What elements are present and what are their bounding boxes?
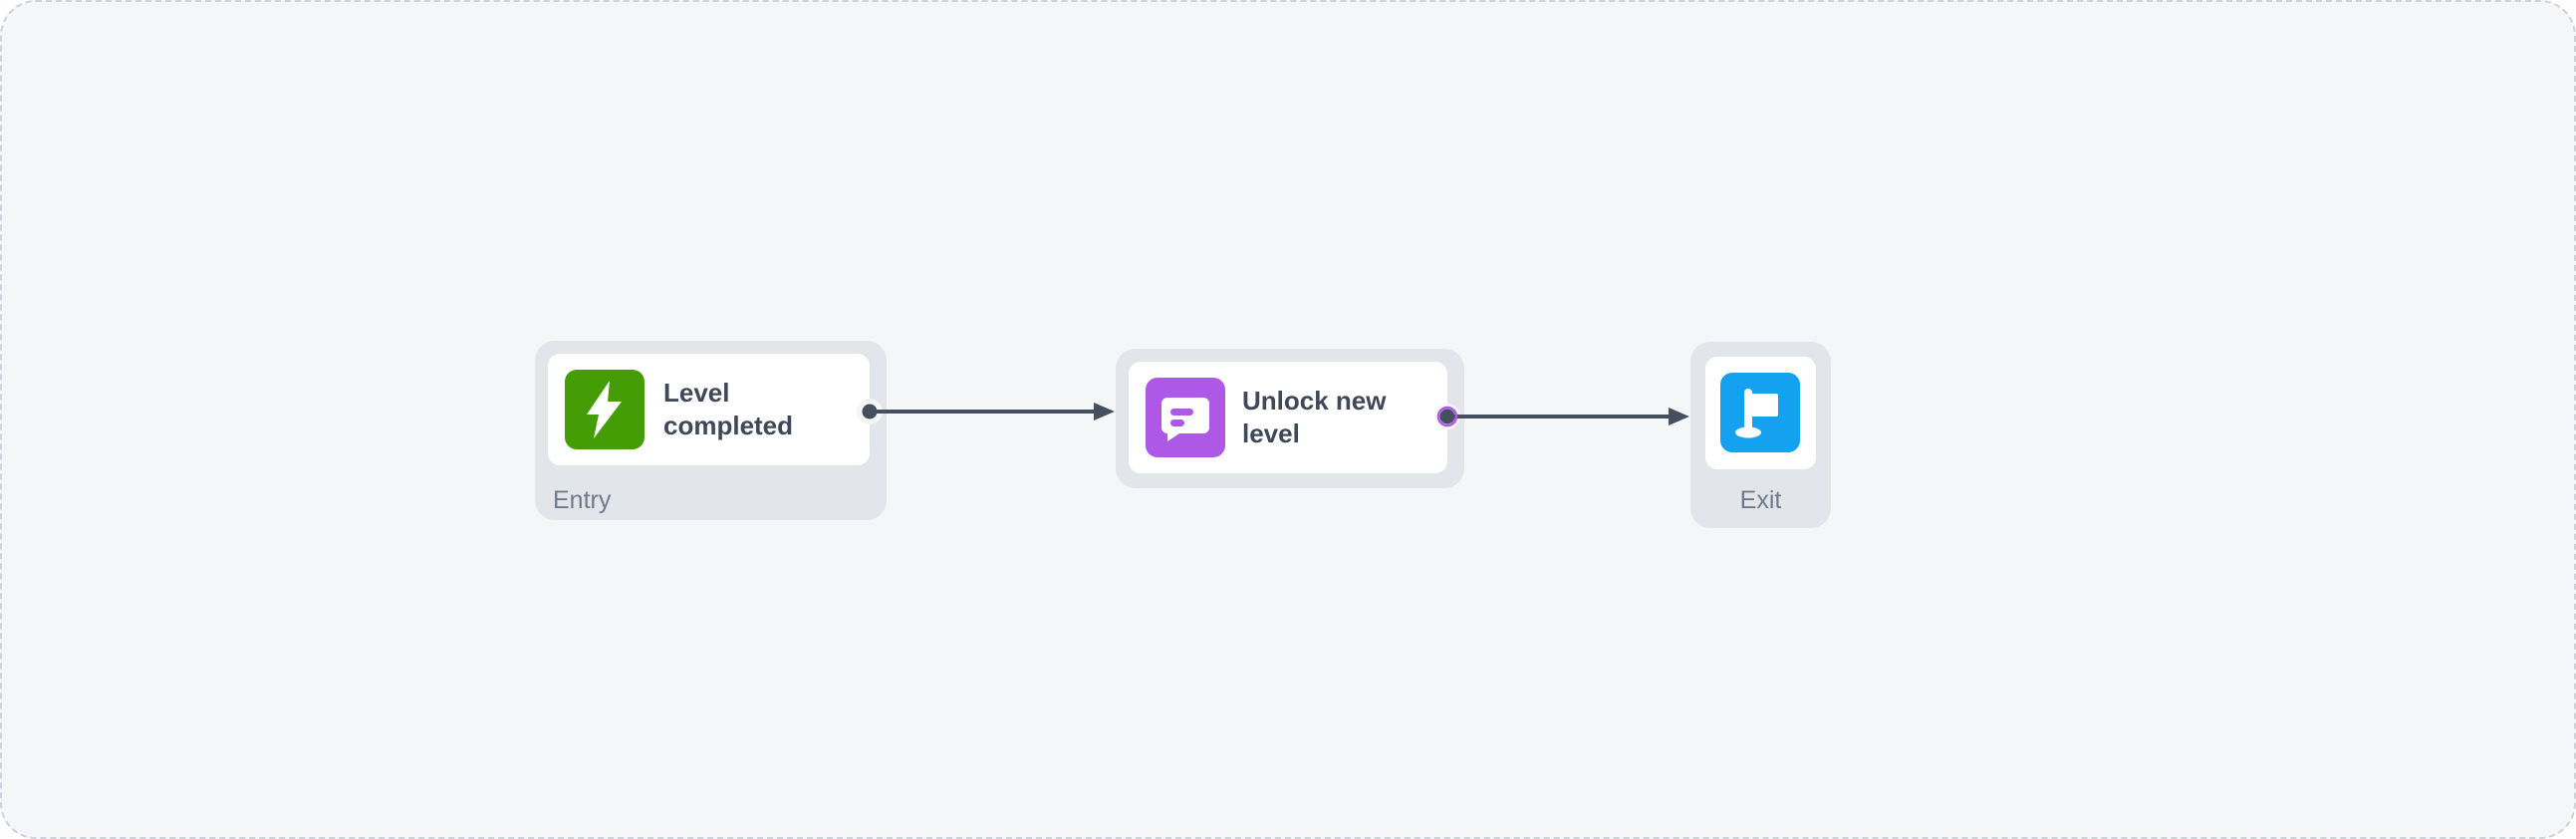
node-exit-badge: Exit: [1739, 486, 1782, 514]
chat-message-icon: [1146, 378, 1225, 457]
arrowhead-icon: [1669, 408, 1689, 425]
connector-entry-to-message[interactable]: [857, 399, 1115, 424]
output-port-message[interactable]: [1439, 409, 1455, 424]
node-exit-card[interactable]: [1705, 357, 1816, 469]
node-entry-badge: Entry: [553, 486, 612, 514]
flag-icon: [1720, 373, 1800, 452]
output-port-entry[interactable]: [862, 404, 878, 420]
node-message-title: Unlock new level: [1242, 386, 1387, 448]
connector-message-to-exit[interactable]: [1434, 404, 1689, 429]
node-message[interactable]: Unlock new level: [1116, 349, 1464, 488]
node-entry-card[interactable]: Level completed: [548, 354, 870, 465]
node-exit[interactable]: Exit: [1690, 342, 1831, 528]
node-entry-title: Level completed: [663, 378, 794, 440]
port-ring: [1436, 406, 1458, 427]
arrowhead-icon: [1094, 403, 1115, 420]
node-message-card[interactable]: Unlock new level: [1129, 362, 1447, 473]
node-entry[interactable]: Level completed Entry: [535, 341, 887, 520]
lightning-bolt-icon: [565, 370, 644, 449]
